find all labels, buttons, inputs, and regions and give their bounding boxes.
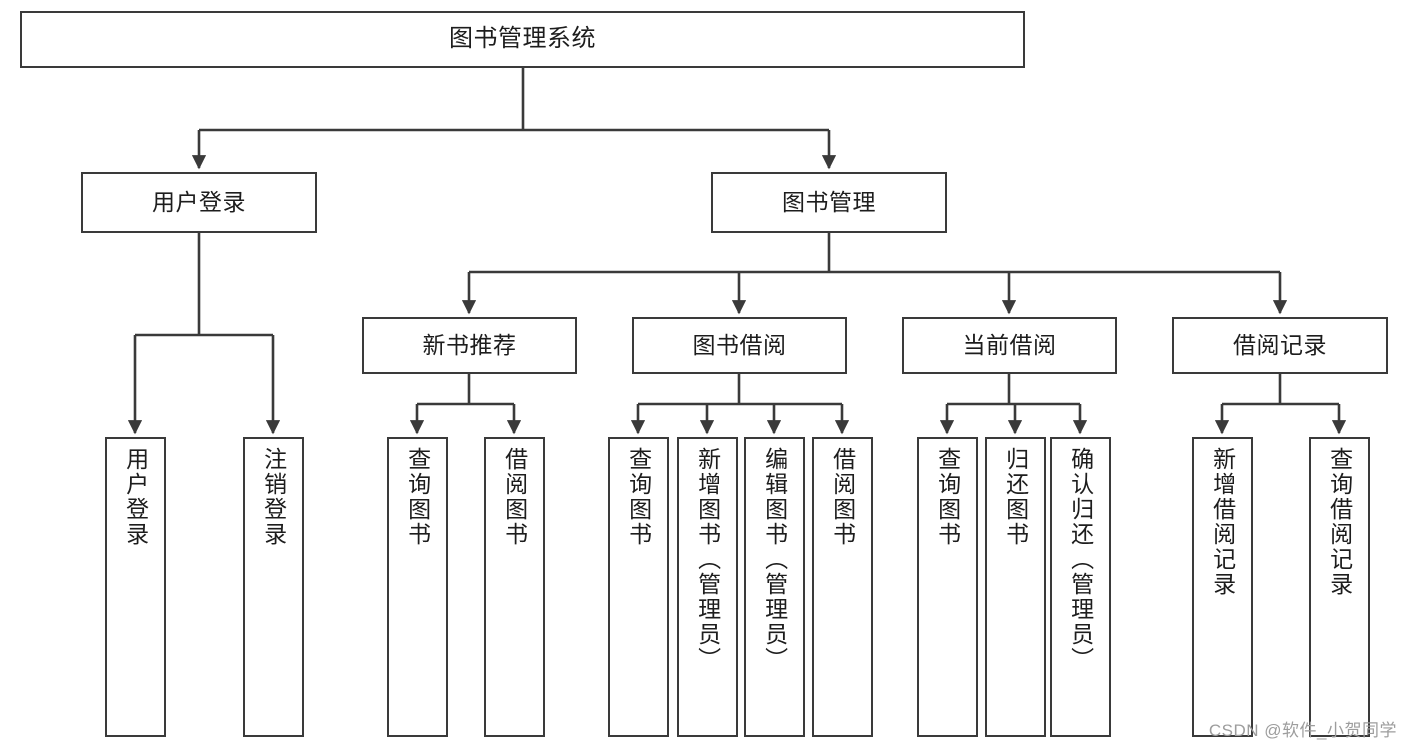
node-label: 图书借阅	[692, 331, 787, 358]
node-label: 新书推荐	[422, 331, 517, 358]
leaf-current-borrow-confirm-return-admin[interactable]: 确认归还（管理员）	[1050, 437, 1111, 737]
node-label: 图书管理	[782, 188, 876, 215]
leaf-book-borrow-edit-book-admin[interactable]: 编辑图书（管理员）	[744, 437, 805, 737]
node-label: 查询图书	[404, 447, 431, 547]
leaf-new-book-query-book[interactable]: 查询图书	[387, 437, 448, 737]
leaf-new-book-borrow-book[interactable]: 借阅图书	[484, 437, 545, 737]
leaf-book-borrow-borrow-book[interactable]: 借阅图书	[812, 437, 873, 737]
node-borrow-record[interactable]: 借阅记录	[1172, 317, 1388, 374]
node-label: 查询借阅记录	[1326, 447, 1353, 597]
csdn-watermark: CSDN @软件_小贺同学	[1208, 721, 1397, 740]
node-label: 新增借阅记录	[1209, 447, 1236, 597]
node-book-borrow[interactable]: 图书借阅	[632, 317, 847, 374]
node-current-borrow[interactable]: 当前借阅	[902, 317, 1117, 374]
node-label: 新增图书（管理员）	[694, 447, 721, 672]
leaf-book-borrow-add-book-admin[interactable]: 新增图书（管理员）	[677, 437, 738, 737]
node-label: 编辑图书（管理员）	[761, 447, 788, 672]
leaf-user-login-logout[interactable]: 注销登录	[243, 437, 304, 737]
node-label: 用户登录	[152, 188, 246, 215]
node-label: 图书管理系统	[449, 25, 596, 53]
node-label: 查询图书	[625, 447, 652, 547]
node-label: 借阅图书	[829, 447, 856, 547]
node-label: 查询图书	[934, 447, 961, 547]
node-new-book-recommend[interactable]: 新书推荐	[362, 317, 577, 374]
leaf-book-borrow-query-book[interactable]: 查询图书	[608, 437, 669, 737]
leaf-user-login-login[interactable]: 用户登录	[105, 437, 166, 737]
node-root-book-management-system[interactable]: 图书管理系统	[20, 11, 1025, 68]
node-label: 用户登录	[122, 447, 149, 547]
node-label: 借阅图书	[501, 447, 528, 547]
node-label: 借阅记录	[1233, 331, 1327, 358]
leaf-current-borrow-query-book[interactable]: 查询图书	[917, 437, 978, 737]
node-label: 确认归还（管理员）	[1067, 447, 1094, 672]
node-user-login[interactable]: 用户登录	[81, 172, 317, 233]
node-label: 归还图书	[1002, 447, 1029, 547]
node-book-management[interactable]: 图书管理	[711, 172, 947, 233]
leaf-borrow-record-add-record[interactable]: 新增借阅记录	[1192, 437, 1253, 737]
node-label: 注销登录	[260, 447, 287, 547]
node-label: 当前借阅	[962, 331, 1057, 358]
leaf-current-borrow-return-book[interactable]: 归还图书	[985, 437, 1046, 737]
leaf-borrow-record-query-record[interactable]: 查询借阅记录	[1309, 437, 1370, 737]
